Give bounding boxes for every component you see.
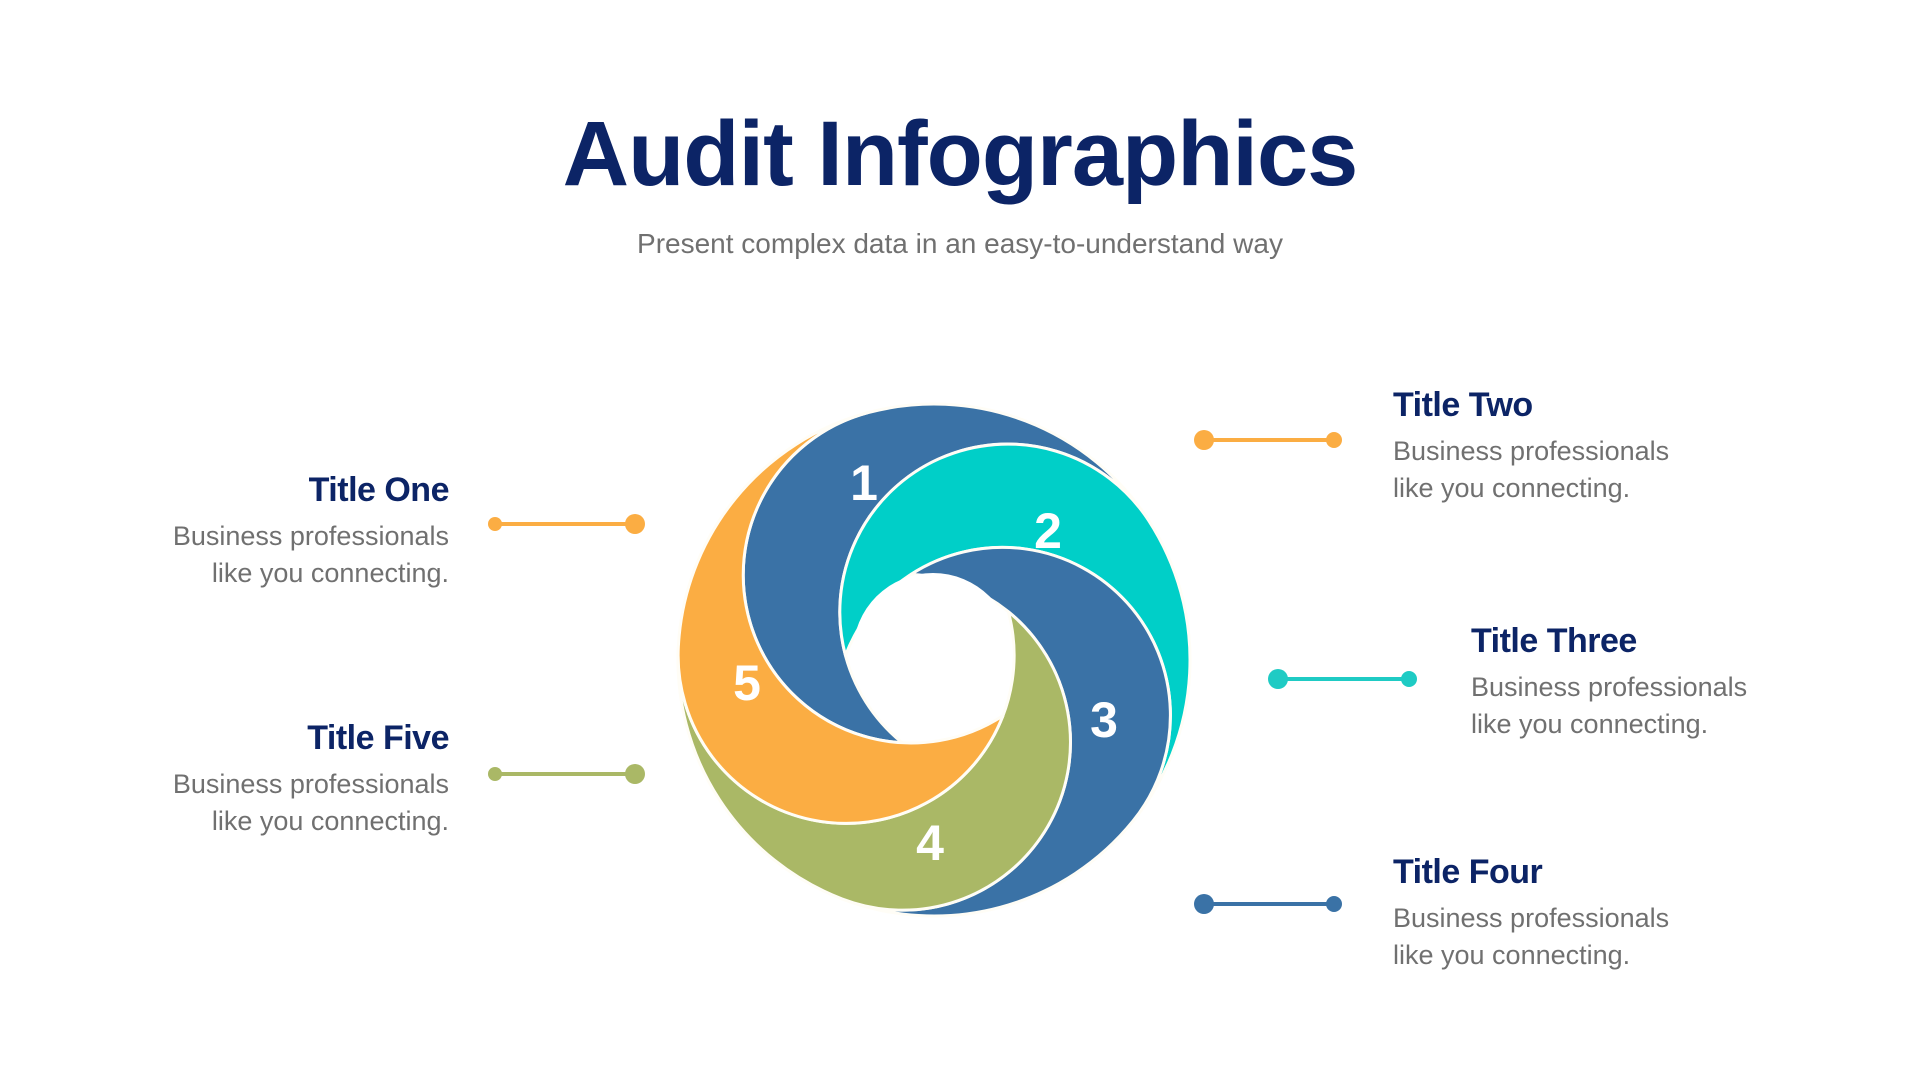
item-description-line: Business professionals xyxy=(172,521,449,551)
connector-dot-small xyxy=(1326,896,1342,912)
item-title: Title Two xyxy=(1393,386,1533,424)
item-title-four: Title Four Business professionals like y… xyxy=(1393,852,1813,974)
connector-line xyxy=(496,522,637,526)
spiral-segment-5 xyxy=(676,411,1005,825)
center-hole xyxy=(853,573,1013,733)
item-title-three: Title Three Business professionals like … xyxy=(1471,621,1891,743)
item-description: Business professionals like you connecti… xyxy=(1393,433,1813,507)
segment-number-2: 2 xyxy=(1034,503,1062,559)
connector-line xyxy=(1276,677,1409,681)
item-description-line: like you connecting. xyxy=(1393,473,1631,503)
connector-title-two xyxy=(1194,430,1342,450)
connector-dot-small xyxy=(488,517,502,531)
item-title-two: Title Two Business professionals like yo… xyxy=(1393,385,1813,507)
connector-dot-small xyxy=(488,767,502,781)
connector-dot-large xyxy=(625,764,645,784)
connector-title-three xyxy=(1268,669,1417,689)
segment-number-1: 1 xyxy=(850,455,878,511)
segment-number-3: 3 xyxy=(1090,692,1118,748)
item-title-five: Title Five Business professionals like y… xyxy=(29,718,450,840)
connector-dot-large xyxy=(1194,430,1214,450)
item-description-line: Business professionals xyxy=(172,769,449,799)
item-title: Title Five xyxy=(307,719,449,757)
item-description: Business professionals like you connecti… xyxy=(1393,900,1813,974)
connector-dot-large xyxy=(1268,669,1288,689)
connector-dot-large xyxy=(625,514,645,534)
item-description-line: Business professionals xyxy=(1393,436,1670,466)
item-title: Title Three xyxy=(1471,622,1637,660)
item-description: Business professionals like you connecti… xyxy=(1471,669,1891,743)
connector-line xyxy=(1202,438,1334,442)
connector-title-four xyxy=(1194,894,1342,914)
item-description: Business professionals like you connecti… xyxy=(29,766,449,840)
segment-number-4: 4 xyxy=(916,815,944,871)
item-description-line: like you connecting. xyxy=(1471,709,1709,739)
item-description-line: like you connecting. xyxy=(211,806,449,836)
connector-dot-small xyxy=(1401,671,1417,687)
connector-line xyxy=(1202,902,1334,906)
item-description-line: like you connecting. xyxy=(1393,940,1631,970)
item-title: Title Four xyxy=(1393,853,1543,891)
connector-title-one xyxy=(488,514,645,534)
page-title: Audit Infographics xyxy=(562,103,1359,205)
item-title: Title One xyxy=(308,471,450,509)
item-title-one: Title One Business professionals like yo… xyxy=(29,470,450,592)
page-subtitle: Present complex data in an easy-to-under… xyxy=(637,228,1283,259)
connector-line xyxy=(496,772,637,776)
item-description-line: Business professionals xyxy=(1393,903,1670,933)
item-description-line: like you connecting. xyxy=(211,558,449,588)
item-description-line: Business professionals xyxy=(1471,672,1748,702)
item-description: Business professionals like you connecti… xyxy=(29,518,449,592)
connector-dot-large xyxy=(1194,894,1214,914)
connector-title-five xyxy=(488,764,645,784)
connector-dot-small xyxy=(1326,432,1342,448)
segment-number-5: 5 xyxy=(733,655,761,711)
